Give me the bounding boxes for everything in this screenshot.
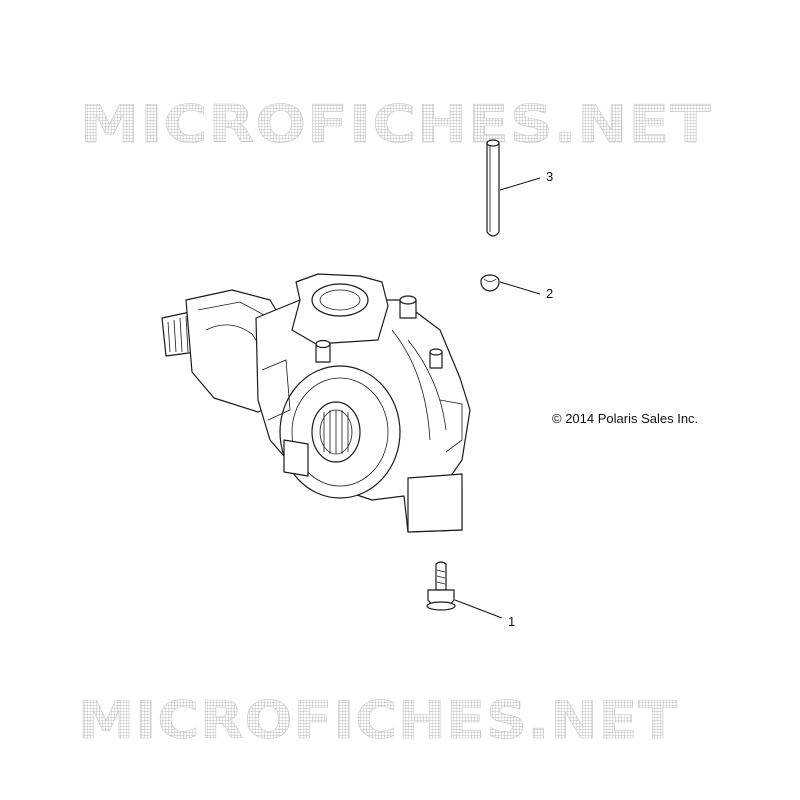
leader-line-3: [499, 177, 541, 191]
leader-line-1: [454, 599, 503, 619]
watermark-top: MICROFICHES.NET: [80, 95, 712, 155]
leader-line-2: [499, 281, 541, 295]
gearcase-assembly: [161, 273, 471, 533]
callout-1: 1: [508, 614, 515, 629]
watermark-bottom: MICROFICHES.NET: [78, 691, 678, 751]
callout-2: 2: [546, 286, 553, 301]
copyright-notice: © 2014 Polaris Sales Inc.: [552, 411, 698, 426]
part-2-clip: [480, 274, 500, 292]
part-3-pin: [486, 139, 500, 237]
callout-3: 3: [546, 169, 553, 184]
part-1-bolt: [426, 561, 456, 611]
